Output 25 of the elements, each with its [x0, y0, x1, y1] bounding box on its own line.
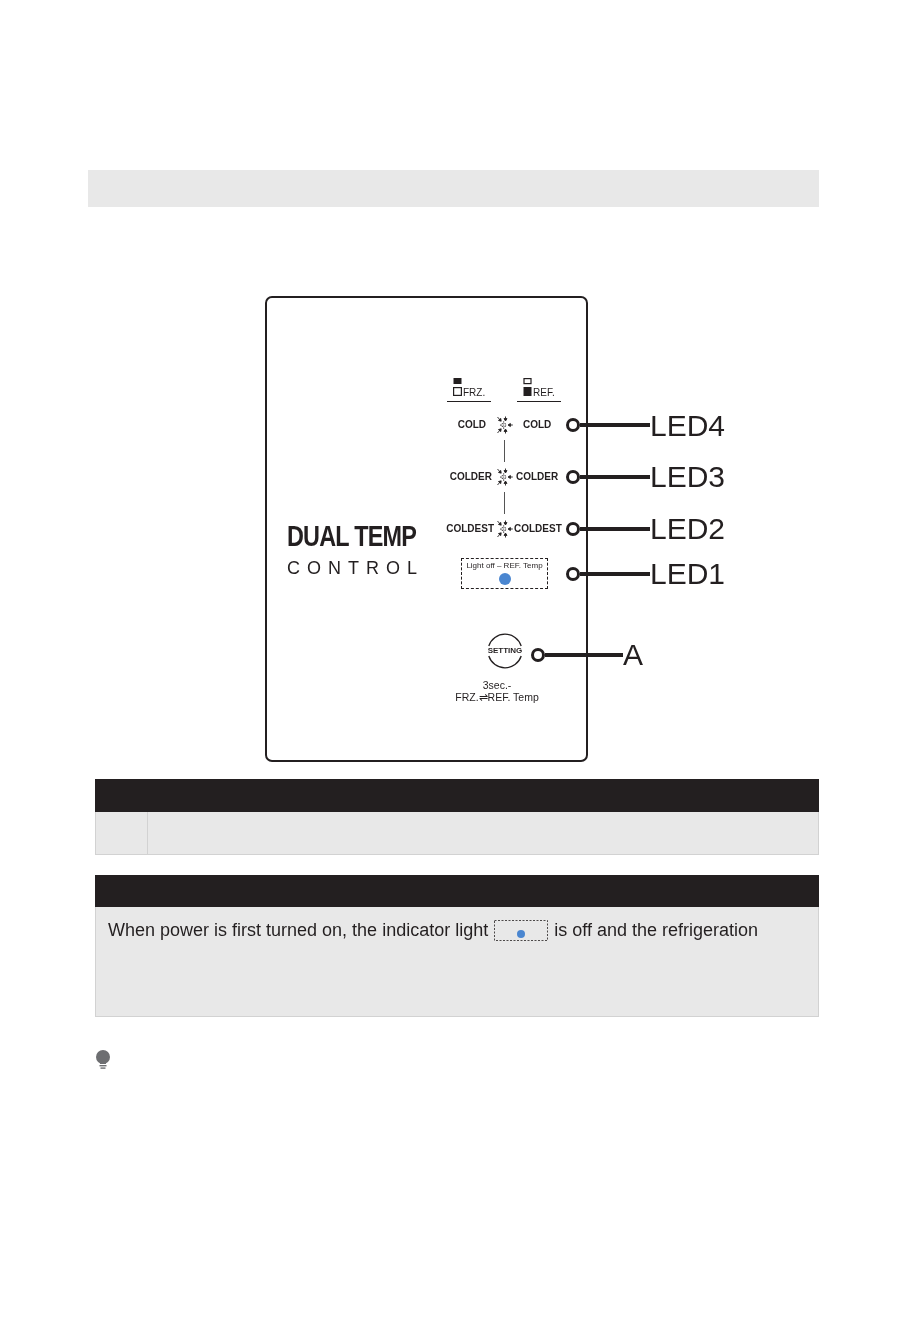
callout-label: LED3	[650, 462, 726, 492]
setting-button: SETTING	[485, 633, 525, 669]
leader-line	[580, 572, 650, 576]
leader-line	[580, 475, 650, 479]
leader-line	[580, 527, 650, 531]
note-panel	[95, 907, 819, 1017]
panel-title: DUAL TEMP	[287, 521, 417, 551]
level-label: COLDER	[449, 472, 492, 482]
callout-label: A	[623, 640, 643, 670]
indicator-label: Light off – REF. Temp	[466, 562, 543, 570]
note-text: When power is first turned on, the indicator light	[108, 919, 489, 941]
leader-line	[545, 653, 623, 657]
callout-label: LED4	[650, 411, 726, 441]
level-label: COLD	[457, 420, 486, 430]
indicator-frame	[461, 558, 548, 589]
panel-subtitle: CONTROL	[287, 559, 424, 577]
control-panel	[265, 296, 588, 762]
column-heading: FRZ.	[463, 388, 486, 398]
note-text: is off and the refrigeration	[554, 919, 758, 941]
level-label: COLDEST	[446, 524, 494, 534]
callout-label: LED2	[650, 514, 726, 544]
leader-line	[580, 423, 650, 427]
callout-label: LED1	[650, 559, 726, 589]
level-label: COLD	[523, 420, 552, 430]
caption-text: 3sec.- FRZ.⇌REF. Temp	[454, 679, 540, 703]
